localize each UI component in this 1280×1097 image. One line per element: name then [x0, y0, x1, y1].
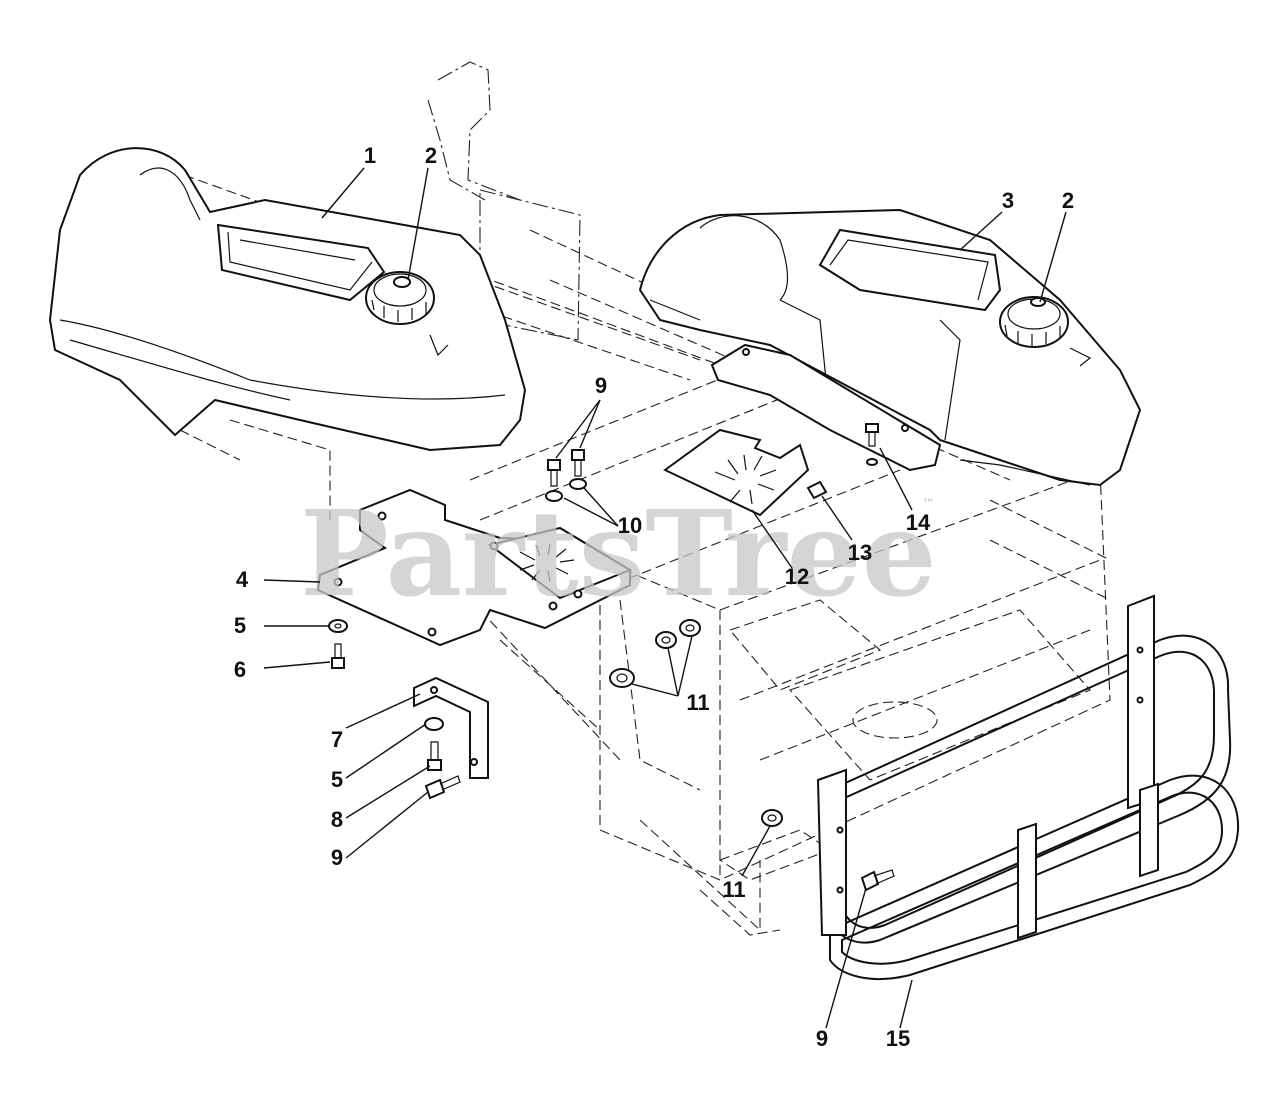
right-fender-part-3 [638, 208, 1142, 487]
clip-13 [806, 480, 828, 500]
callout-9-left: 9 [331, 845, 343, 870]
left-fender-part-1 [48, 147, 527, 452]
callout-15: 15 [886, 1026, 910, 1051]
watermark-text: PartsTree [300, 484, 937, 623]
callout-12: 12 [785, 564, 809, 589]
vent-slots [519, 543, 575, 583]
watermark-trademark: ™ [922, 497, 935, 512]
callouts: 1 2 2 3 4 5 5 6 7 8 9 9 9 10 11 11 12 13… [234, 143, 1074, 1051]
callout-6: 6 [234, 657, 246, 682]
callout-1: 1 [364, 143, 376, 168]
bolt-6 [331, 643, 345, 669]
bolt-9-bumper [860, 869, 895, 892]
callout-11-upper: 11 [686, 690, 709, 715]
washer-10-b [569, 478, 587, 490]
callout-5-upper: 5 [234, 613, 246, 638]
callout-2-left: 2 [425, 143, 437, 168]
callout-13: 13 [848, 540, 872, 565]
right-mount-plate-part-12 [663, 343, 942, 517]
callout-10: 10 [618, 513, 642, 538]
leader-lines [263, 167, 1067, 1029]
bracket-part-7 [413, 676, 489, 779]
callout-5-lower: 5 [331, 767, 343, 792]
callout-3: 3 [1002, 188, 1014, 213]
bolt-8 [427, 741, 442, 771]
left-mount-plate-part-4 [316, 488, 633, 647]
callout-7: 7 [331, 727, 343, 752]
hardware [328, 423, 895, 892]
washer-5-upper [328, 619, 348, 633]
callout-8: 8 [331, 807, 343, 832]
watermark: PartsTree ™ [300, 484, 937, 623]
vent-slots-right [714, 454, 777, 505]
washer-10-a [545, 490, 563, 502]
callout-4: 4 [236, 567, 249, 592]
washer-5-lower [424, 717, 444, 731]
callout-9-bumper: 9 [816, 1026, 828, 1051]
callout-11-lower: 11 [722, 877, 745, 902]
bolt-14 [865, 423, 879, 466]
nuts-11 [609, 619, 783, 827]
bolt-9-lower-left [424, 775, 461, 800]
callout-9-top: 9 [595, 373, 607, 398]
callout-14: 14 [906, 510, 931, 535]
rear-bumper-part-15 [816, 594, 1240, 981]
callout-2-right: 2 [1062, 188, 1074, 213]
bolts-9-top [547, 449, 585, 487]
